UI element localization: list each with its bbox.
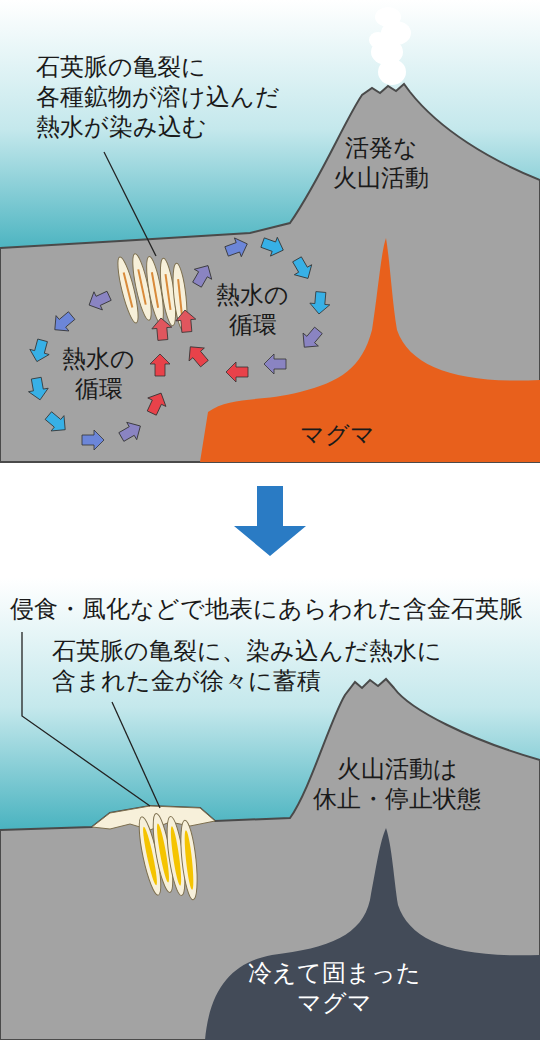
flow-arrow <box>223 234 251 260</box>
label: 活発な 火山活動 <box>326 133 436 193</box>
flow-arrow <box>297 324 326 354</box>
flow-arrow <box>143 389 170 417</box>
gold-quartz-vein <box>135 812 200 900</box>
seep-mark <box>165 274 170 310</box>
flow-arrow <box>259 233 287 259</box>
flow-arrow <box>175 309 197 333</box>
smoke <box>369 7 411 85</box>
seep-mark <box>138 269 145 304</box>
label: マグマ <box>300 420 375 450</box>
flow-arrow <box>27 338 52 364</box>
magma <box>200 238 540 462</box>
flow-arrow <box>288 254 316 283</box>
label: 火山活動は 休止・停止状態 <box>306 754 488 814</box>
flow-arrow <box>85 287 113 314</box>
flow-arrow <box>26 376 50 401</box>
label: 熱水の 循環 <box>58 344 140 404</box>
flow-arrow <box>82 430 104 450</box>
gold <box>169 826 183 886</box>
label: 熱水の 循環 <box>212 280 294 340</box>
gold <box>155 823 171 883</box>
sky <box>0 0 540 462</box>
vein <box>178 819 200 900</box>
flow-arrow <box>42 408 72 437</box>
seep-mark <box>124 273 133 308</box>
label: 冷えて固まった マグマ <box>243 958 425 1018</box>
seep-mark <box>178 279 182 315</box>
label: 石英脈の亀裂に、染み込んだ熱水に 含まれた金が徐々に蓄積 <box>52 636 450 696</box>
flow-arrow <box>150 354 170 376</box>
flow-arrow <box>48 308 78 337</box>
gold <box>183 830 195 890</box>
panel: 侵食・風化などで地表にあらわれた含金石英脈石英脈の亀裂に、染み込んだ熱水に 含ま… <box>0 578 540 1040</box>
flow-arrow <box>151 317 173 341</box>
leader-line <box>112 702 160 808</box>
flow-arrow <box>226 362 248 382</box>
flow-arrow <box>309 291 331 315</box>
flow-arrow <box>188 261 216 290</box>
seep-mark <box>152 272 158 307</box>
flow-arrow <box>116 417 145 445</box>
circulation-arrows <box>26 233 330 450</box>
ground <box>0 679 540 1040</box>
leader-line <box>104 152 156 256</box>
label: 侵食・風化などで地表にあらわれた含金石英脈 <box>10 594 523 624</box>
cooled-magma <box>205 828 540 1040</box>
flow-arrow <box>264 354 286 374</box>
label: 石英脈の亀裂に 各種鉱物が溶け込んだ 熱水が染み込む <box>36 52 286 142</box>
block-arrow <box>234 486 306 556</box>
panel: 石英脈の亀裂に 各種鉱物が溶け込んだ 熱水が染み込む活発な 火山活動熱水の 循環… <box>0 0 540 462</box>
gold <box>141 826 159 886</box>
flow-arrow <box>183 340 212 370</box>
sky <box>0 578 540 1040</box>
